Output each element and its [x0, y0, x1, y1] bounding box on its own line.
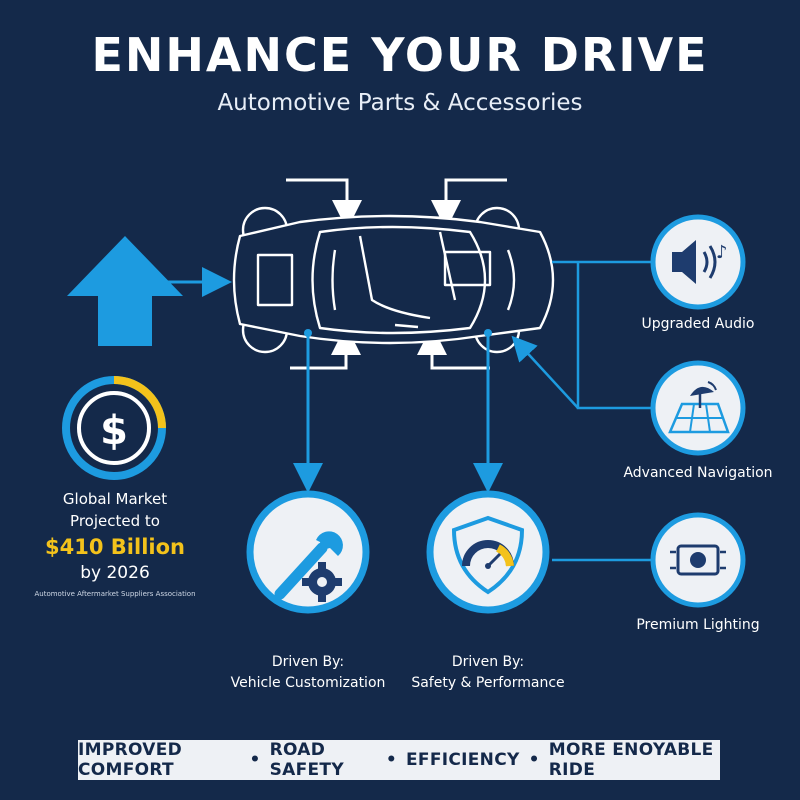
top-right-bracket-arrow [431, 178, 507, 230]
car-outline [232, 206, 555, 354]
svg-text:♪: ♪ [716, 242, 728, 263]
speaker-icon: ♪ [672, 240, 728, 284]
customization-driver-prefix: Driven By: [271, 654, 345, 670]
navigation-label: Advanced Navigation [623, 465, 773, 481]
lighting-label: Premium Lighting [636, 617, 760, 633]
bottom-right-bracket-arrow [417, 325, 490, 370]
map-satellite-icon [668, 381, 730, 434]
benefit-item: EFFICIENCY [406, 750, 520, 770]
wrench-gear-icon [274, 531, 343, 602]
bottom-left-bracket-arrow [290, 325, 361, 370]
safety-driver-prefix: Driven By: [451, 654, 525, 670]
page-title: ENHANCE YOUR DRIVE [91, 28, 709, 82]
benefit-item: IMPROVED COMFORT [78, 740, 183, 780]
benefit-item: MORE ENOYABLE RIDE [548, 740, 714, 780]
dollar-icon: $ [62, 376, 166, 480]
banner-separator: • [528, 750, 540, 770]
customization-driver-name: Vehicle Customization [230, 675, 386, 691]
navigation-feature-circle [650, 360, 746, 456]
market-projection: Global Market Projected to $410 Billion … [20, 488, 210, 584]
svg-text:$: $ [100, 408, 128, 454]
headlight-icon [670, 544, 726, 576]
market-line2: Projected to [70, 512, 160, 530]
banner-separator: • [385, 750, 397, 770]
customization-driver-circle [246, 490, 370, 614]
lighting-feature-circle [650, 512, 746, 608]
connector-car-nav [511, 335, 579, 409]
banner-separator: • [249, 750, 261, 770]
safety-driver-circle [426, 490, 550, 614]
connector-navigation [576, 262, 652, 410]
growth-up-arrow [67, 236, 183, 346]
market-amount: $410 Billion [45, 535, 185, 559]
page-subtitle: Automotive Parts & Accessories [217, 90, 583, 116]
market-source: Automotive Aftermarket Suppliers Associa… [34, 590, 196, 598]
benefits-banner: IMPROVED COMFORT • ROAD SAFETY • EFFICIE… [78, 740, 720, 780]
shield-gauge-icon [451, 515, 525, 595]
customization-driver-label: Driven By: Vehicle Customization [208, 652, 408, 694]
audio-feature-circle: ♪ [650, 214, 746, 310]
audio-label: Upgraded Audio [641, 316, 755, 332]
benefit-item: ROAD SAFETY [269, 740, 344, 780]
market-year: by 2026 [80, 563, 150, 583]
market-line1: Global Market [62, 490, 168, 508]
top-left-bracket-arrow [286, 178, 362, 230]
safety-driver-name: Safety & Performance [411, 675, 565, 691]
safety-driver-label: Driven By: Safety & Performance [388, 652, 588, 694]
